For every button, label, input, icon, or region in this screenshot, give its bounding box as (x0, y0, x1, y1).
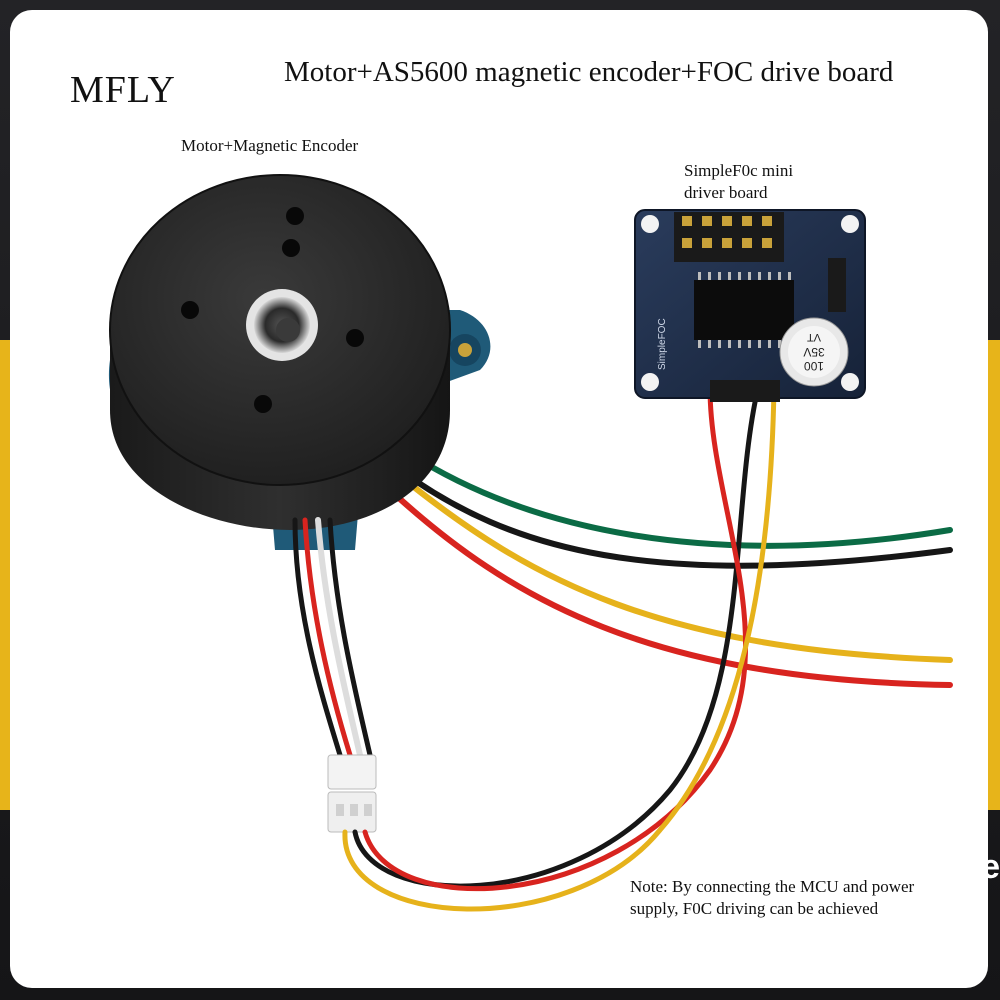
encoder-wires (292, 517, 373, 758)
capacitor-label-1: 100 (804, 359, 824, 373)
capacitor-label-3: VT (807, 331, 821, 343)
product-panel: SimpleFOC 100 35V VT MFLY Motor+AS5600 m… (10, 10, 988, 988)
note-line1: Note: By connecting the MCU and power (630, 877, 915, 896)
driver-board-label-line1: SimpleF0c mini (684, 161, 794, 180)
product-illustration: SimpleFOC 100 35V VT (108, 174, 953, 912)
note-text: Note: By connecting the MCU and power su… (630, 876, 980, 920)
driver-board: SimpleFOC 100 35V VT (634, 209, 866, 402)
pcb-silkscreen: SimpleFOC (657, 318, 668, 370)
motor-label: Motor+Magnetic Encoder (181, 136, 359, 155)
jst-connector (327, 754, 377, 833)
capacitor: 100 35V VT (779, 317, 849, 387)
accent-bar-right (986, 340, 1000, 810)
brand-logo: MFLY (70, 69, 176, 111)
note-line2: supply, F0C driving can be achieved (630, 899, 879, 918)
capacitor-label-2: 35V (803, 345, 824, 359)
driver-board-label-line2: driver board (684, 183, 768, 202)
page-title: Motor+AS5600 magnetic encoder+FOC drive … (284, 56, 894, 88)
bldc-motor (109, 174, 451, 530)
motor-phase-wires (387, 451, 953, 688)
driver-wires (342, 385, 777, 912)
header-pins (674, 212, 784, 262)
driver-board-label: SimpleF0c mini driver board (684, 160, 793, 204)
